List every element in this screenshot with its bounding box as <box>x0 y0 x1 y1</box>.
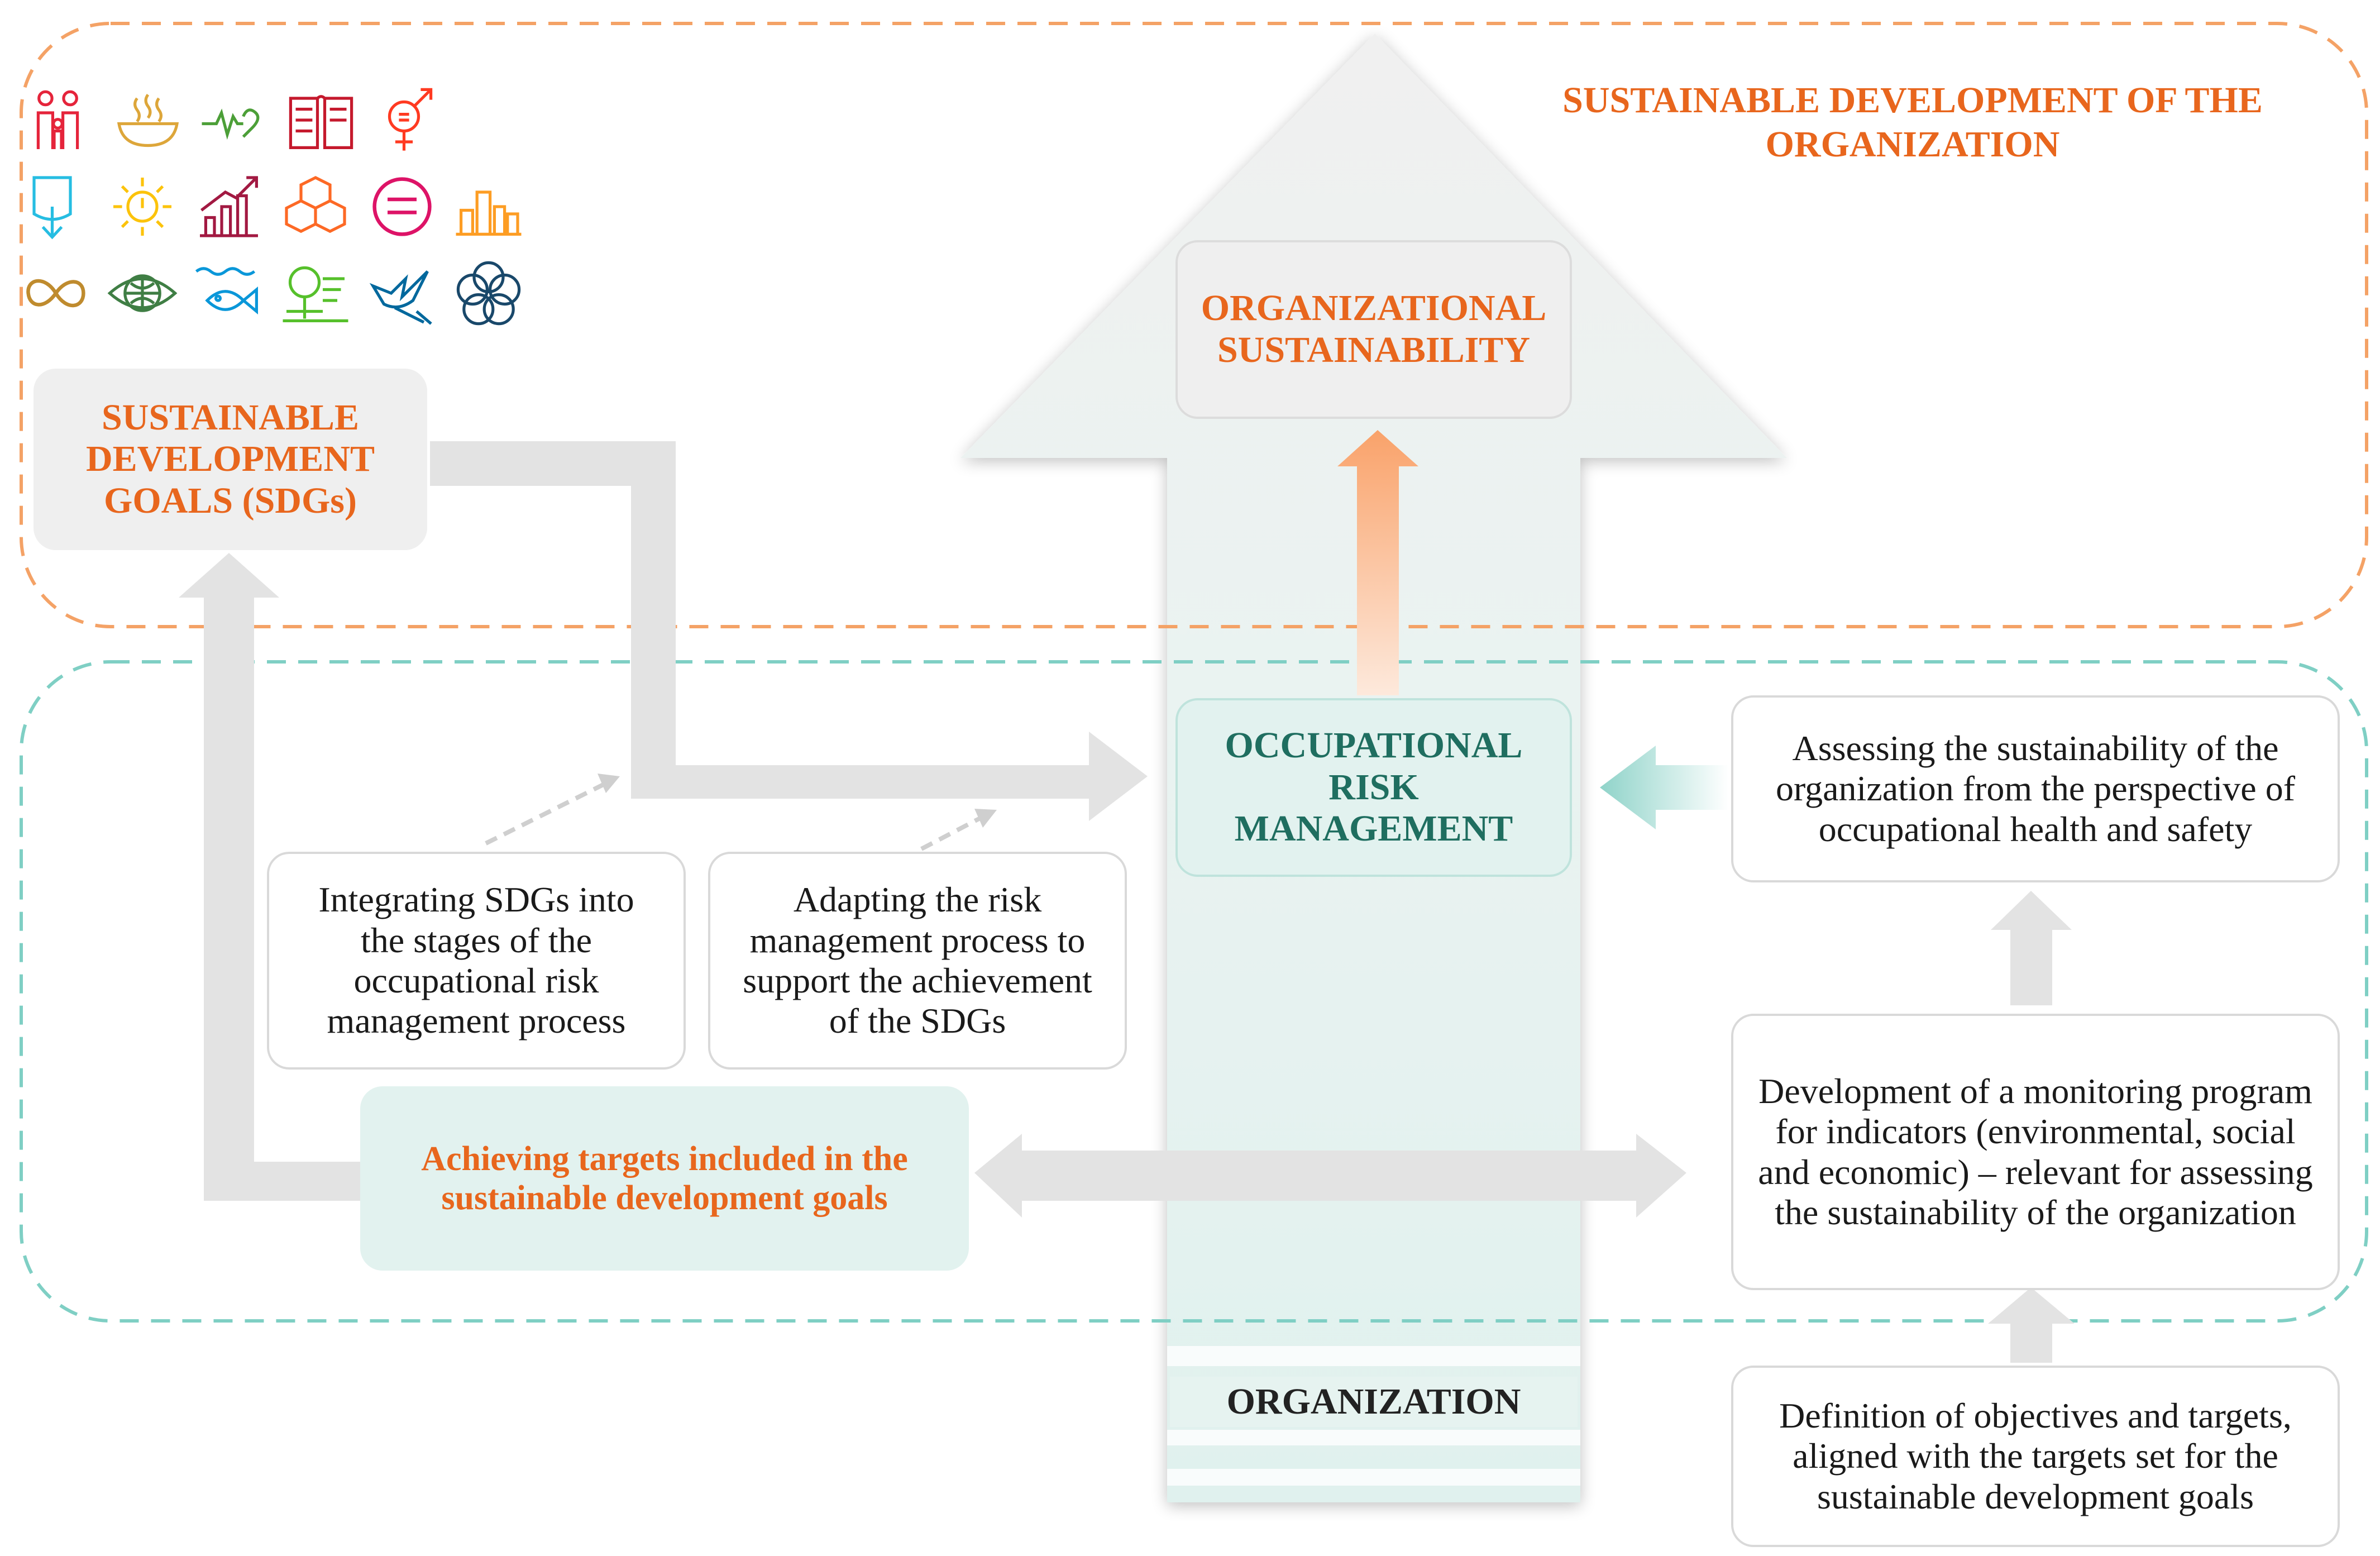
infinity-recycle-icon <box>26 279 85 308</box>
food-bowl-icon <box>117 93 179 147</box>
city-buildings-icon <box>456 190 522 236</box>
integrating-sdgs-box: Integrating SDGs into the stages of the … <box>267 852 686 1070</box>
equality-icon <box>372 177 432 236</box>
assessing-to-orm-arrow <box>1600 746 1728 829</box>
occupational-risk-management-box: OCCUPATIONAL RISK MANAGEMENT <box>1175 698 1572 877</box>
growth-chart-icon <box>200 176 258 237</box>
partnership-flower-icon <box>456 261 521 326</box>
sustainable-development-title: SUSTAINABLE DEVELOPMENT OF THE ORGANIZAT… <box>1562 80 2263 165</box>
family-icon <box>36 90 79 149</box>
globe-eye-icon <box>107 274 178 312</box>
sustainable-development-region <box>20 22 2368 628</box>
definition-to-monitoring-arrow <box>1988 1287 2075 1363</box>
integrating-dashed-arrow <box>485 782 604 846</box>
monitoring-program-box: Development of a monitoring program for … <box>1731 1014 2340 1290</box>
adapting-dashed-arrow <box>920 816 981 851</box>
assessing-sustainability-box: Assessing the sustainability of the orga… <box>1731 695 2340 882</box>
achieving-to-sdgs-arrow <box>179 553 360 1201</box>
gender-equality-icon <box>388 88 433 151</box>
organizational-sustainability-box: ORGANIZATIONAL SUSTAINABILITY <box>1175 240 1572 419</box>
monitoring-to-assessing-arrow <box>1991 891 2072 1005</box>
sdgs-box: SUSTAINABLE DEVELOPMENT GOALS (SDGs) <box>34 369 427 550</box>
water-drop-icon <box>32 176 72 240</box>
dove-justice-icon <box>369 270 432 325</box>
adapting-risk-process-box: Adapting the risk management process to … <box>708 852 1127 1070</box>
definition-objectives-box: Definition of objectives and targets, al… <box>1731 1366 2340 1547</box>
orm-to-sustainability-arrow <box>1337 430 1418 695</box>
sun-energy-icon <box>113 178 171 236</box>
organization-label: ORGANIZATION <box>1170 1377 1578 1427</box>
tree-land-icon <box>283 266 348 322</box>
sdgs-to-orm-arrow <box>430 441 1148 821</box>
cubes-innovation-icon <box>285 176 346 233</box>
organization-process-region <box>20 660 2368 1323</box>
achieving-monitoring-double-arrow <box>974 1134 1686 1218</box>
heartbeat-icon <box>202 108 260 140</box>
book-icon <box>289 95 353 149</box>
fish-water-icon <box>195 267 258 315</box>
achieving-targets-box: Achieving targets included in the sustai… <box>360 1086 969 1271</box>
